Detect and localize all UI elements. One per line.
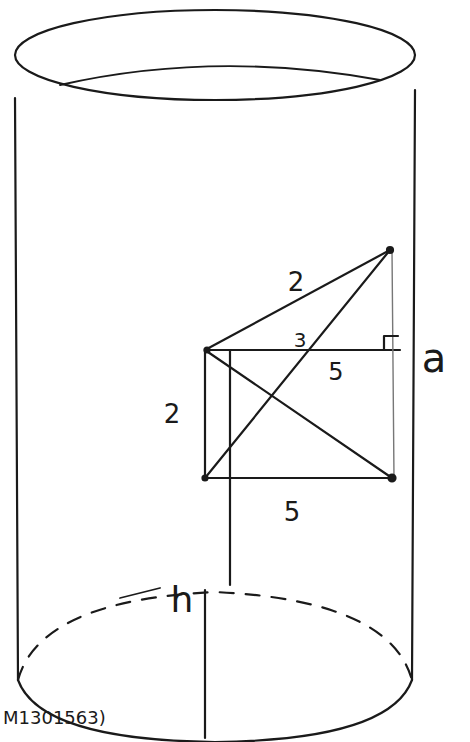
length-label: 5 [328,360,343,384]
length-label: 2 [288,269,305,295]
variable-label: a [422,338,447,378]
length-label: 5 [284,499,301,525]
length-label: 3 [294,330,307,350]
variable-label: h [171,582,194,618]
length-label: 2 [164,401,181,427]
source-code: M1301563) [3,709,106,727]
